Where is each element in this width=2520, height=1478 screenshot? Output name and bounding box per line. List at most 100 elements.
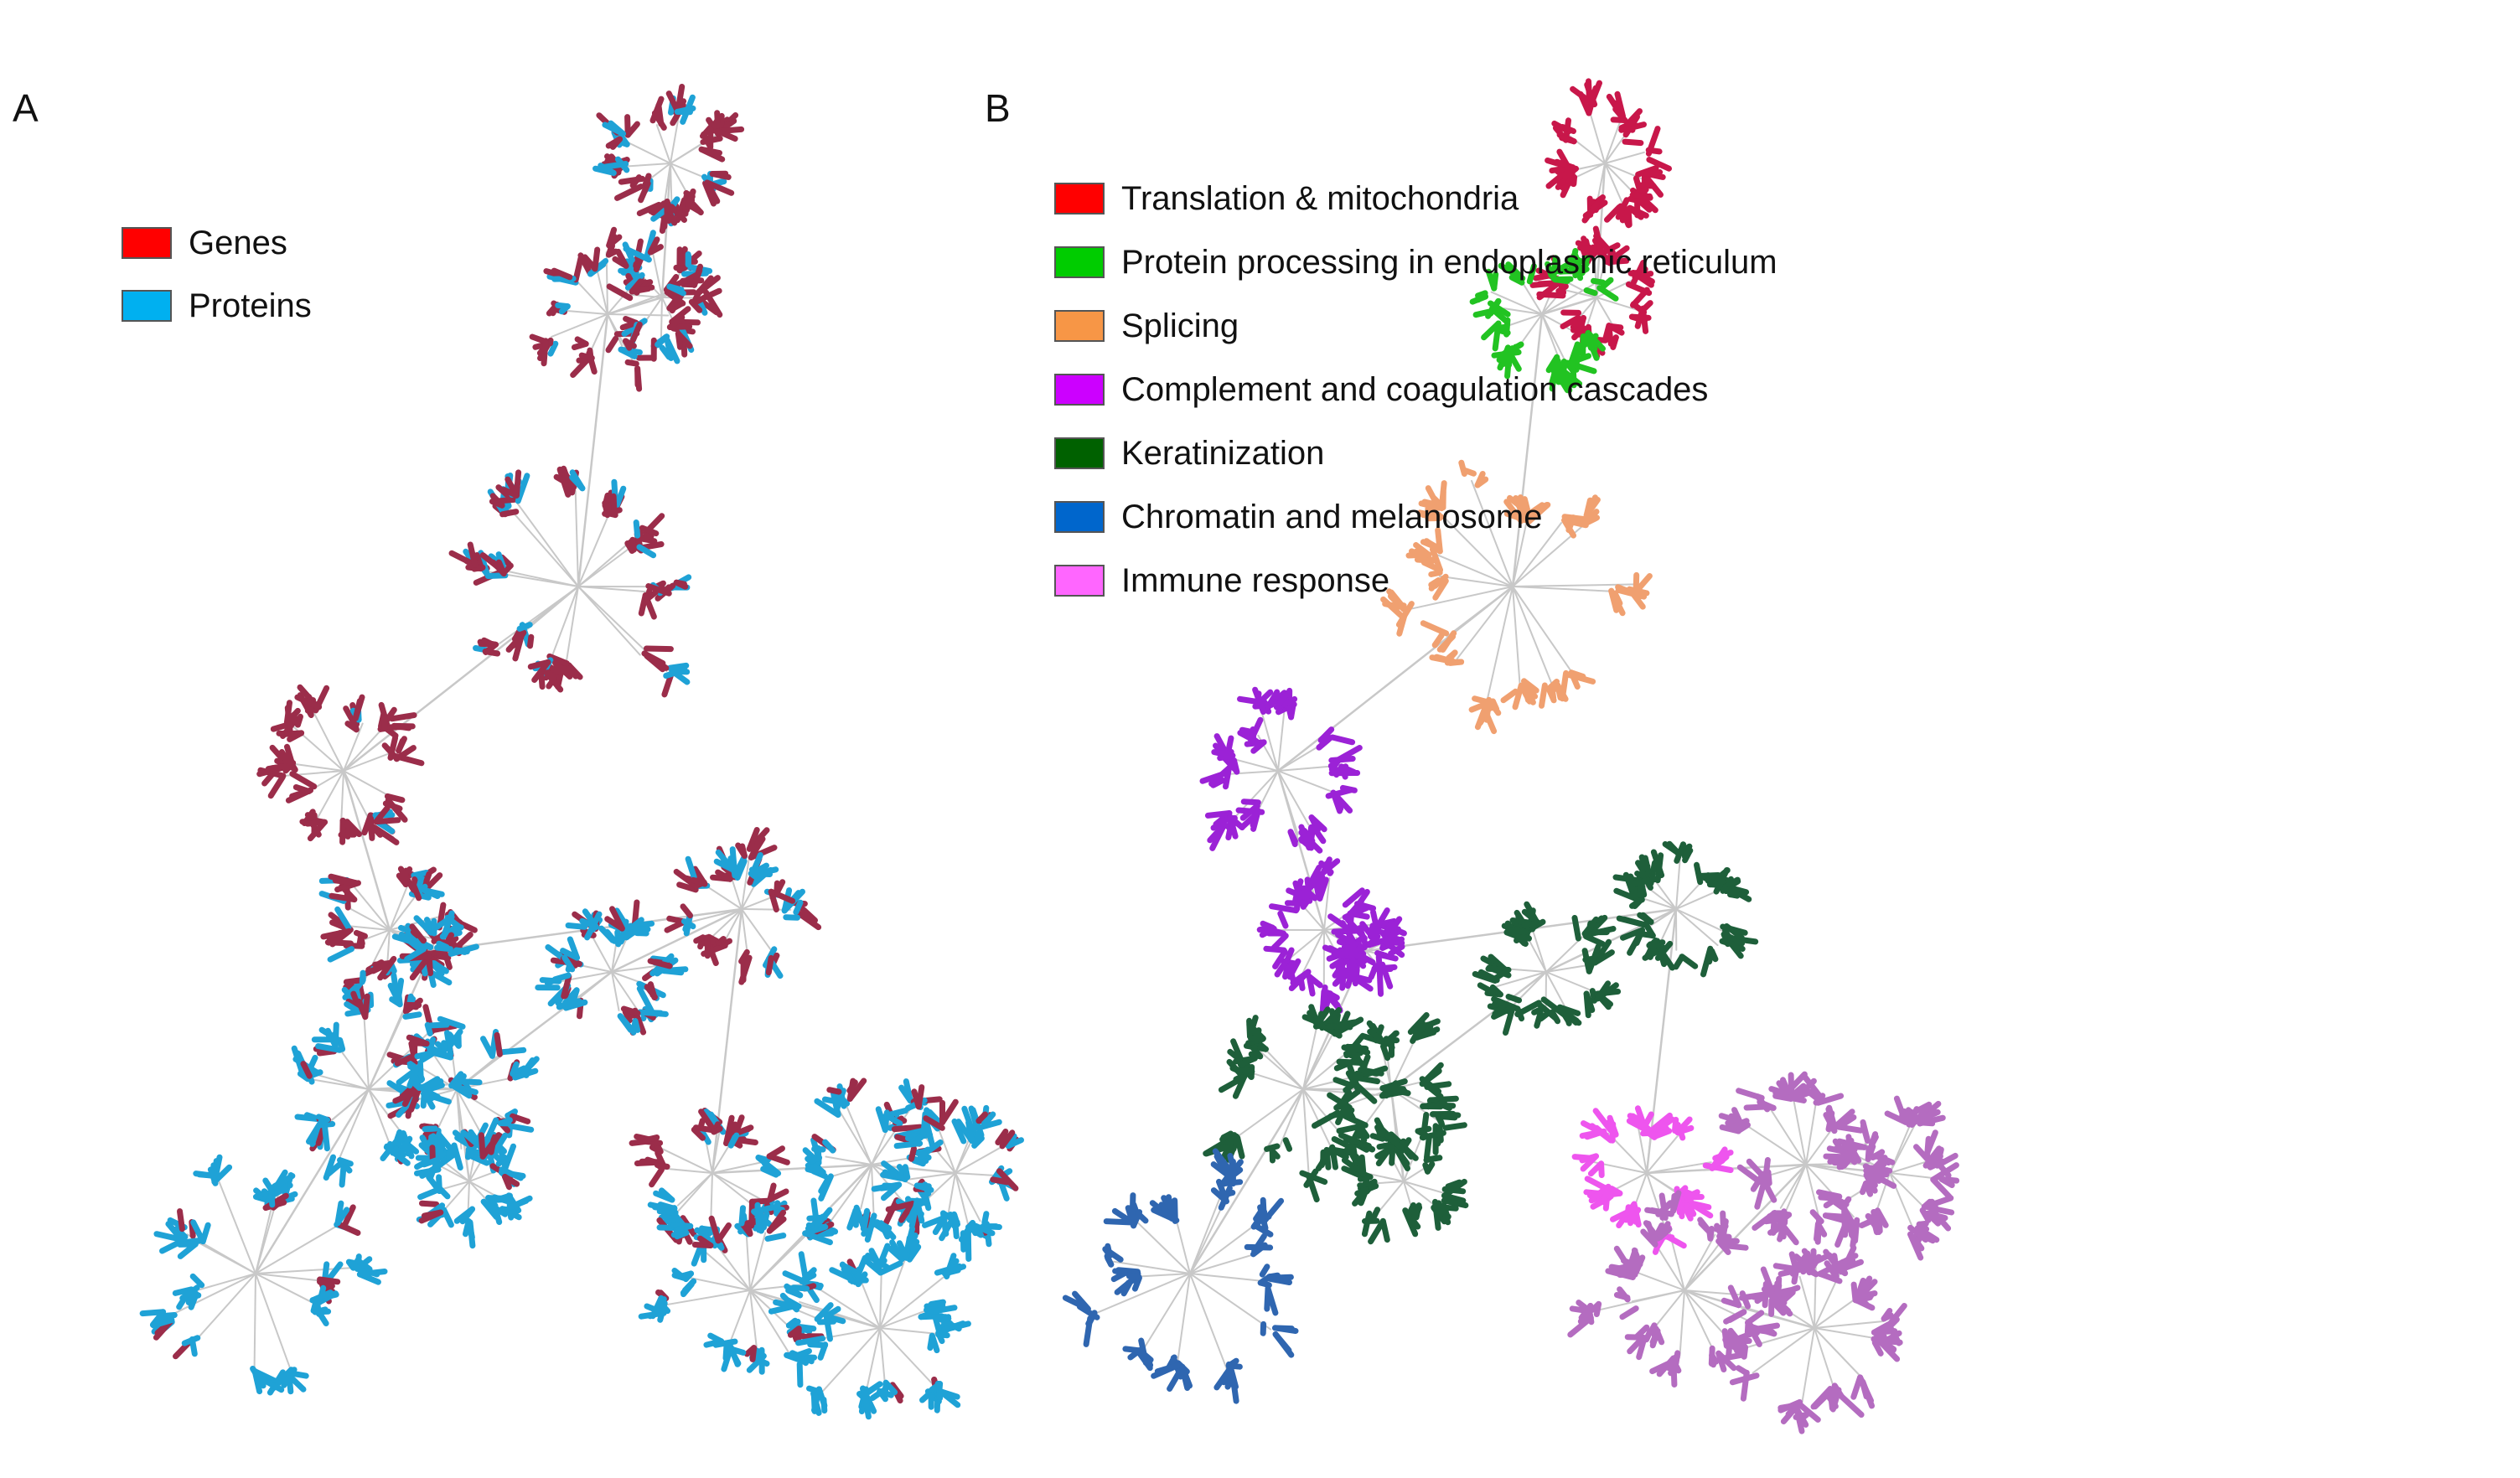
network-edge <box>1800 1327 1815 1409</box>
network-node <box>1441 1192 1467 1204</box>
network-node <box>1425 506 1442 519</box>
network-edge <box>676 1172 713 1207</box>
network-edge <box>618 163 671 168</box>
network-node <box>250 1366 266 1389</box>
network-node <box>1210 815 1231 831</box>
network-node <box>1836 1150 1852 1171</box>
legend-swatch-genes <box>122 226 172 259</box>
network-edge <box>1522 282 1543 315</box>
network-node <box>911 1157 926 1167</box>
network-edge <box>1752 1327 1815 1374</box>
network-node <box>527 659 551 670</box>
network-edge <box>730 876 743 910</box>
network-node <box>1850 1374 1864 1400</box>
network-node <box>898 1084 913 1104</box>
network-node <box>395 978 405 1005</box>
network-node <box>334 1207 350 1227</box>
network-node <box>480 1036 495 1059</box>
network-node <box>1335 932 1358 948</box>
network-node <box>269 744 287 763</box>
network-node <box>1477 982 1496 995</box>
network-node <box>680 903 693 919</box>
network-node <box>345 998 361 1010</box>
network-edge <box>825 1155 872 1165</box>
network-node <box>665 90 681 115</box>
network-node <box>1356 889 1370 907</box>
network-edge <box>828 1164 872 1225</box>
network-node <box>1654 1116 1675 1134</box>
network-node <box>1382 601 1402 610</box>
network-node <box>1571 1154 1594 1161</box>
network-node <box>1288 700 1296 721</box>
network-node <box>343 977 364 985</box>
network-edge <box>1541 313 1568 365</box>
network-node <box>1226 1137 1234 1157</box>
network-node <box>1343 1102 1356 1122</box>
network-node <box>1812 1387 1835 1410</box>
network-edge <box>749 1289 794 1361</box>
network-node <box>624 121 640 138</box>
network-edge <box>1595 162 1607 299</box>
network-edge <box>1189 1273 1265 1282</box>
network-node <box>1721 1297 1742 1309</box>
legend-swatch-proteins <box>122 289 172 322</box>
network-node <box>1227 814 1245 831</box>
network-node <box>693 934 706 944</box>
network-node <box>641 650 666 667</box>
network-node <box>896 1240 909 1261</box>
network-node <box>1794 1400 1821 1423</box>
network-node <box>727 855 738 878</box>
network-edge <box>1302 1048 1352 1090</box>
network-node <box>1488 297 1502 317</box>
network-node <box>304 819 328 827</box>
network-node <box>344 819 355 838</box>
network-node <box>965 1230 972 1262</box>
network-node <box>1272 1325 1295 1332</box>
network-node <box>1919 1207 1932 1223</box>
network-node <box>1561 514 1591 523</box>
network-node <box>1563 1010 1580 1024</box>
network-node <box>478 1132 486 1160</box>
network-node <box>1491 271 1499 292</box>
network-node <box>1328 1146 1349 1160</box>
network-node <box>1907 1224 1929 1243</box>
network-edge <box>1302 1031 1334 1090</box>
network-edge <box>879 1309 929 1329</box>
network-node <box>1831 1199 1845 1211</box>
network-edge <box>1640 881 1677 910</box>
network-node <box>685 855 697 881</box>
network-node <box>748 1197 771 1205</box>
network-node <box>785 1287 804 1299</box>
network-node <box>1342 887 1365 908</box>
network-edge <box>1526 936 1547 973</box>
network-node <box>284 760 297 773</box>
network-node <box>1413 542 1432 558</box>
network-node <box>1585 329 1598 352</box>
network-node <box>623 316 639 326</box>
network-node <box>882 1109 890 1133</box>
network-edge <box>288 762 344 772</box>
network-node <box>1777 1402 1801 1411</box>
network-edge <box>799 1300 881 1329</box>
legend-swatch-chromatin <box>1054 501 1105 533</box>
network-edge <box>1779 1164 1807 1209</box>
network-node <box>1647 937 1659 960</box>
network-node <box>189 1336 198 1357</box>
network-edge <box>660 1289 751 1307</box>
network-edge <box>342 585 580 773</box>
network-node <box>1719 938 1738 948</box>
network-node <box>971 1135 985 1149</box>
network-edge <box>1675 854 1682 910</box>
network-edge <box>1645 908 1677 930</box>
network-edge <box>1675 908 1719 947</box>
network-node <box>760 1211 770 1231</box>
network-node <box>413 915 435 936</box>
network-node <box>1326 949 1351 962</box>
network-node <box>1306 974 1323 989</box>
network-node <box>629 278 644 295</box>
network-edge <box>749 1230 811 1291</box>
network-edge <box>749 1289 758 1353</box>
legend-label-proteins: Proteins <box>189 287 312 324</box>
network-node <box>1786 1094 1807 1103</box>
network-node <box>878 1260 903 1275</box>
